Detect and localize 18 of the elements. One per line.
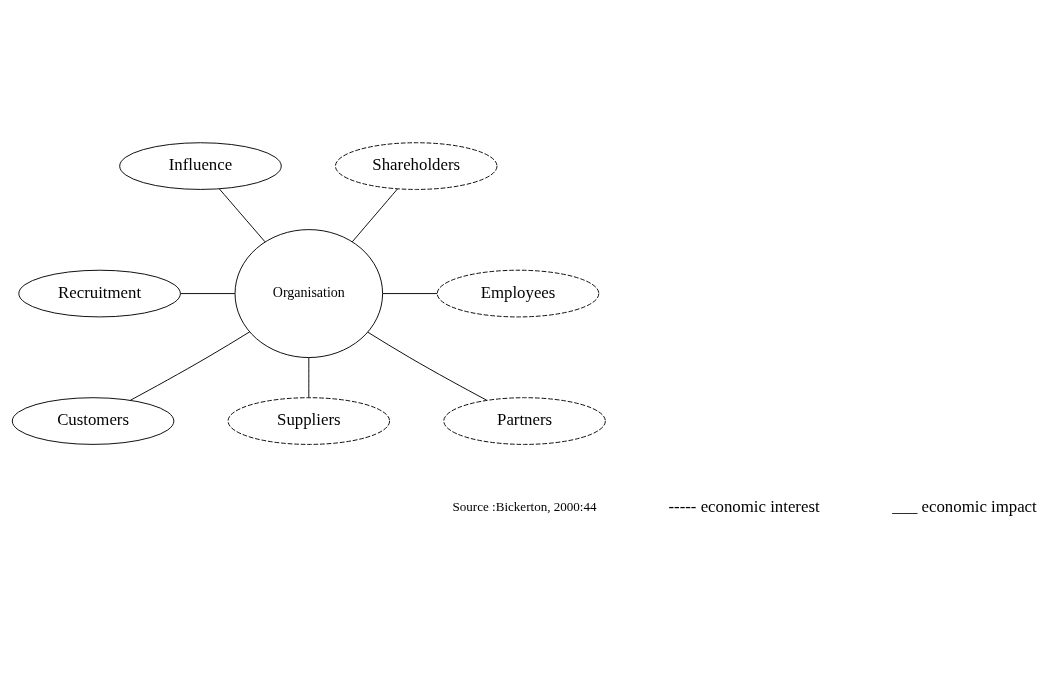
connector bbox=[382, 292, 438, 294]
connector bbox=[308, 356, 310, 398]
node-ellipse: Partners bbox=[443, 396, 606, 445]
connector bbox=[367, 331, 488, 401]
legend-label: ----- economic interest bbox=[668, 496, 820, 516]
label: Source :Bickerton, 2000:44 bbox=[452, 498, 597, 514]
connector bbox=[129, 330, 251, 401]
node-ellipse: Influence bbox=[119, 141, 282, 190]
node-ellipse: Recruitment bbox=[18, 269, 181, 317]
node-ellipse: Organisation bbox=[234, 228, 384, 358]
node-ellipse: Customers bbox=[11, 396, 175, 445]
legend-label: ___ economic impact bbox=[892, 496, 1037, 516]
node-ellipse: Shareholders bbox=[334, 141, 498, 190]
connector bbox=[218, 187, 266, 242]
connector bbox=[351, 187, 398, 242]
connector bbox=[180, 292, 236, 294]
node-ellipse: Employees bbox=[436, 269, 600, 317]
node-ellipse: Suppliers bbox=[227, 396, 391, 445]
